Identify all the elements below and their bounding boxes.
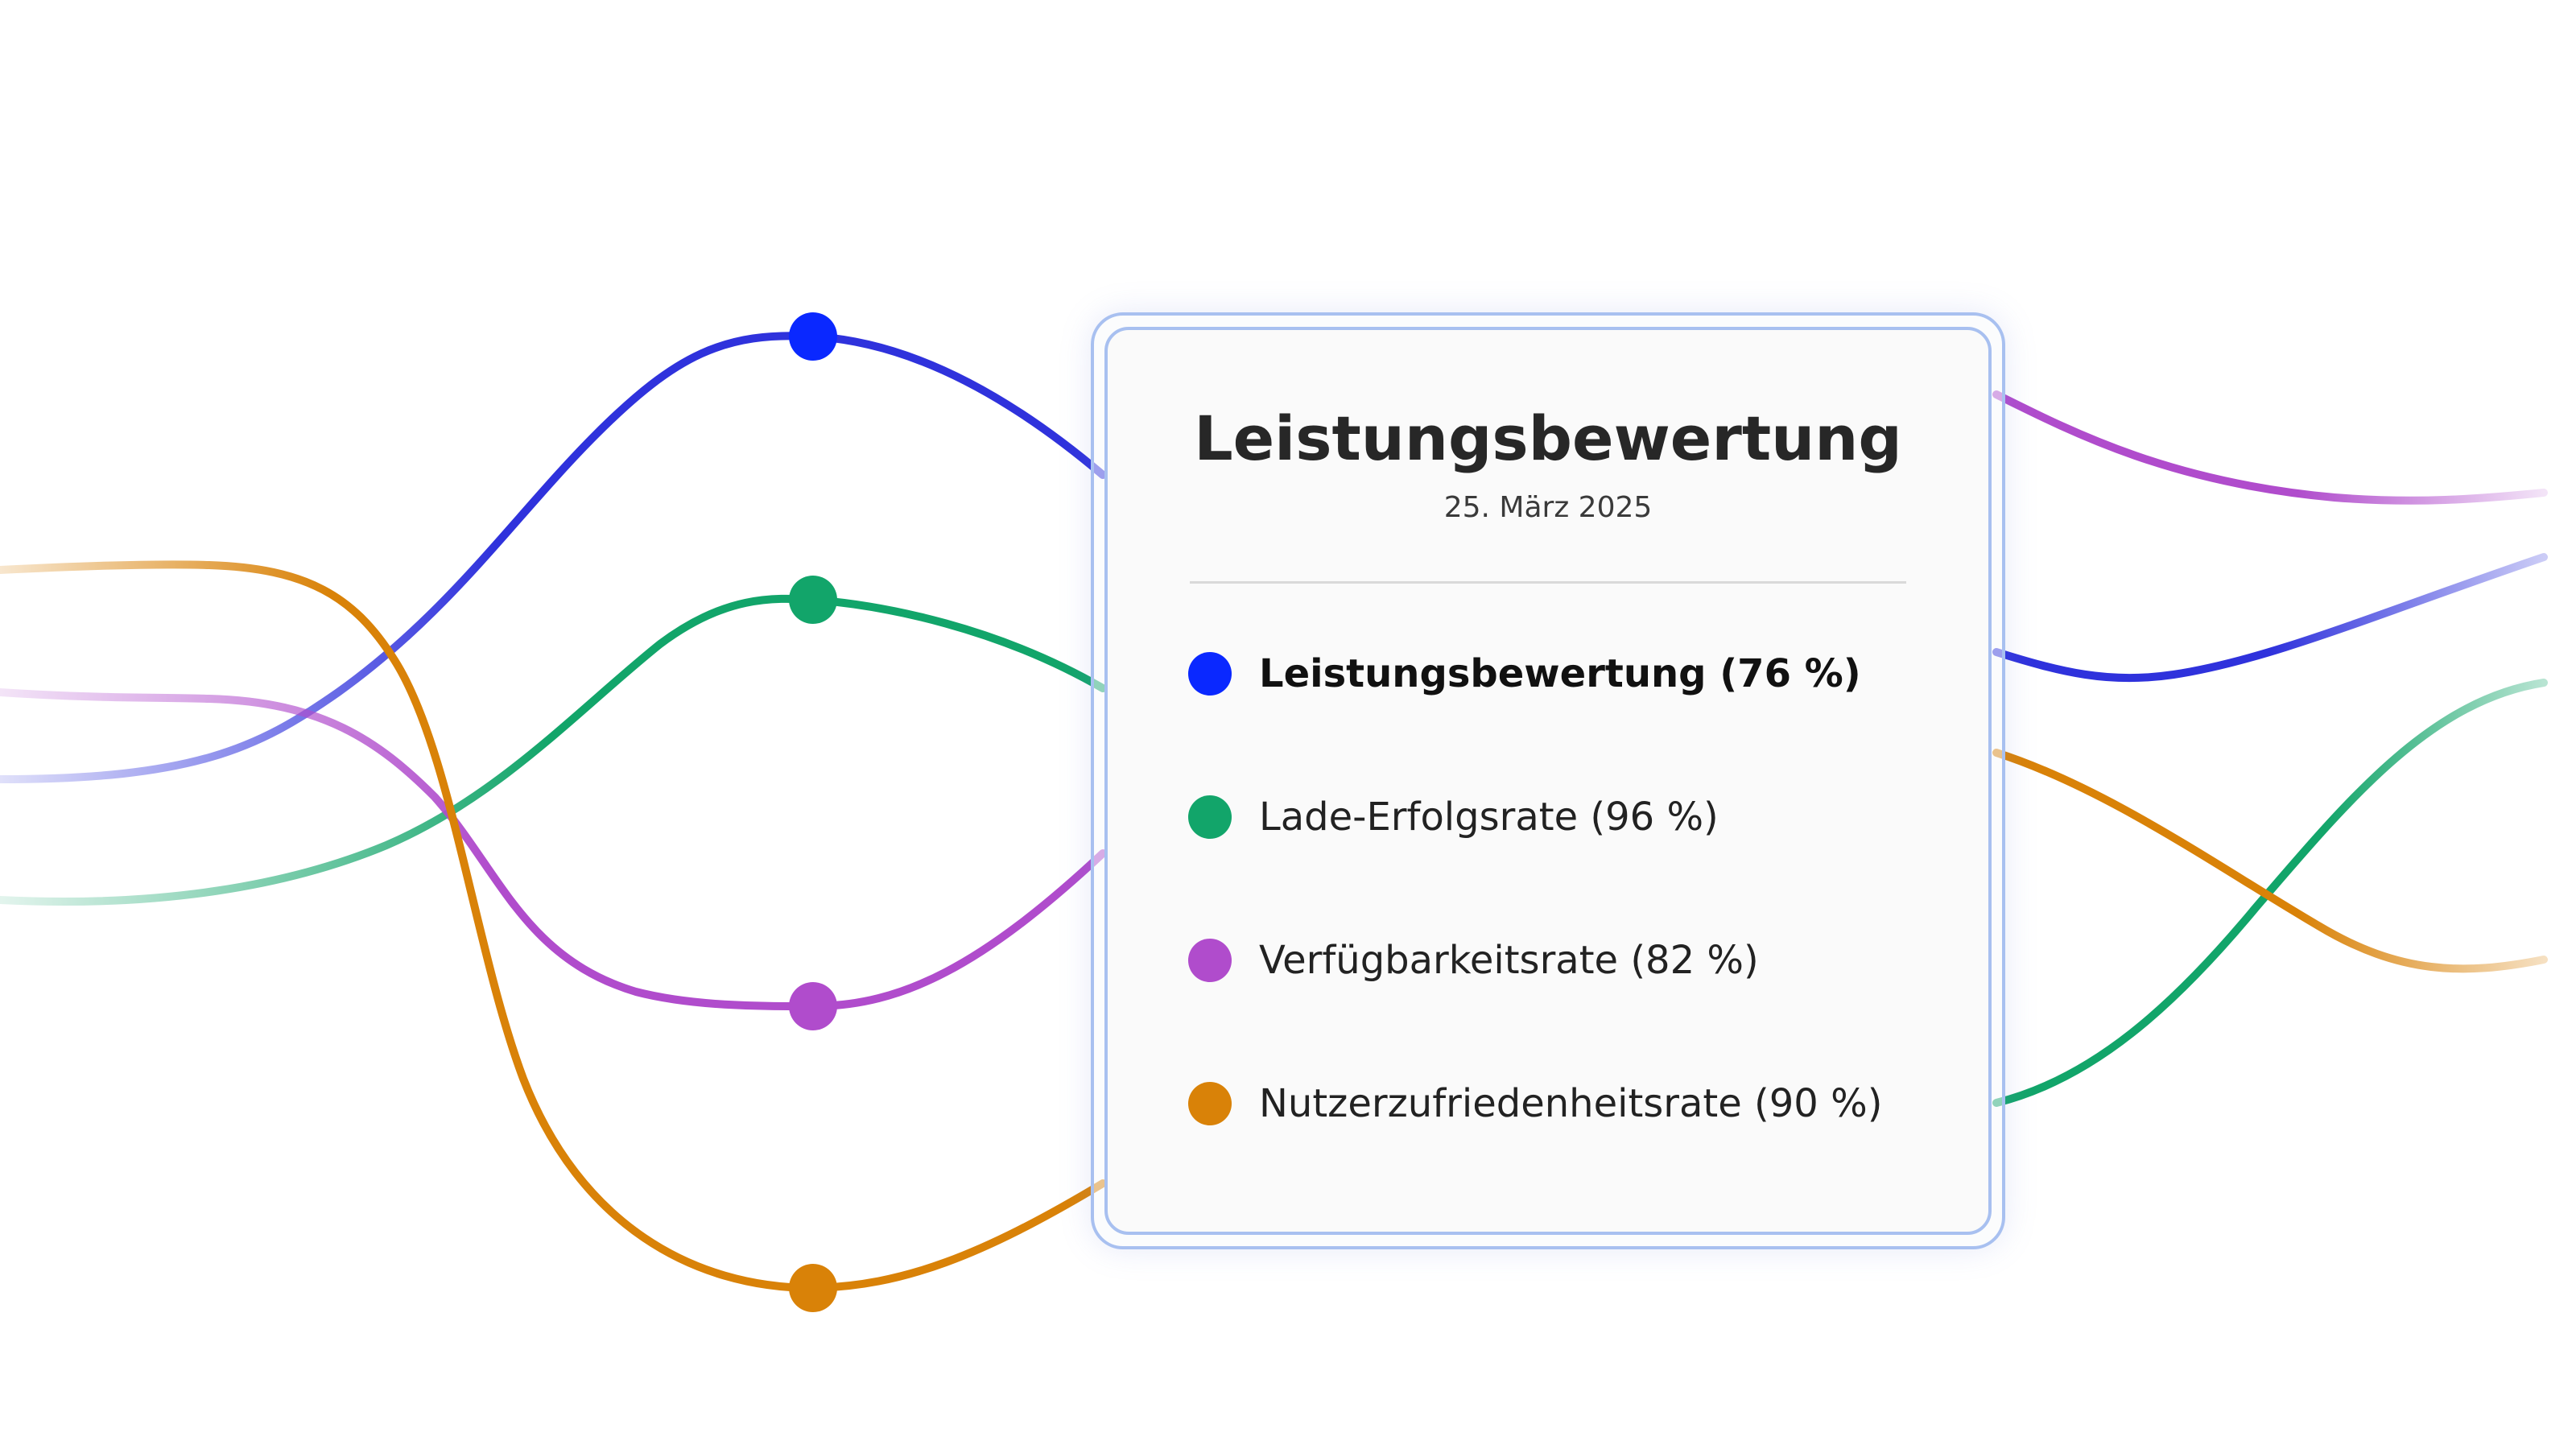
series-line-leistungsbewertung-right [1992,553,2548,683]
legend-dot-green-icon [1188,795,1232,839]
marker-nutzerzufriedenheitsrate[interactable] [789,1264,837,1312]
tooltip-item-label: Nutzerzufriedenheitsrate (90 %) [1259,1081,1883,1126]
tooltip-item-label: Verfügbarkeitsrate (82 %) [1259,938,1759,983]
series-line-lade-erfolgsrate-left [0,594,1107,906]
tooltip-item-nutzerzufriedenheitsrate: Nutzerzufriedenheitsrate (90 %) [1188,1075,1882,1132]
series-line-leistungsbewertung-left [0,332,1107,783]
marker-verf-gbarkeitsrate[interactable] [789,982,837,1030]
tooltip-item-label: Lade-Erfolgsrate (96 %) [1259,795,1719,840]
tooltip-divider [1190,581,1906,584]
tooltip-item-verfuegbarkeitsrate: Verfügbarkeitsrate (82 %) [1188,932,1759,989]
legend-dot-purple-icon [1188,939,1232,982]
series-line-nutzerzufriedenheitsrate-right [1992,749,2548,973]
tooltip-item-label: Leistungsbewertung (76 %) [1259,651,1861,696]
series-line-verfuegbarkeitsrate-left [0,688,1107,1011]
legend-dot-blue-icon [1188,652,1232,696]
tooltip-title: Leistungsbewertung [1194,402,1902,474]
tooltip-item-lade-erfolgsrate: Lade-Erfolgsrate (96 %) [1188,789,1719,845]
tooltip-date: 25. März 2025 [1443,491,1653,524]
series-line-nutzerzufriedenheitsrate-left [0,560,1107,1293]
series-line-lade-erfolgsrate-right [1992,679,2548,1107]
marker-leistungsbewertung[interactable] [789,312,837,361]
tooltip: Leistungsbewertung 25. März 2025 Leistun… [1104,327,1992,1235]
series-line-verfuegbarkeitsrate-right [1992,390,2548,505]
legend-dot-orange-icon [1188,1082,1232,1125]
marker-lade-erfolgsrate[interactable] [789,576,837,624]
tooltip-item-leistungsbewertung: Leistungsbewertung (76 %) [1188,646,1861,702]
